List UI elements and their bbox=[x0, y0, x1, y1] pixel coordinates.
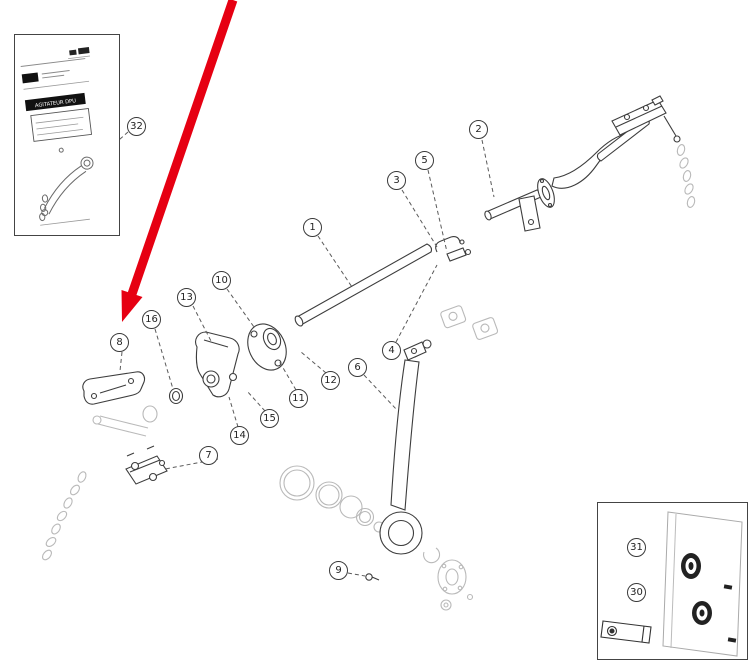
ghost-washers bbox=[279, 465, 385, 533]
red-arrow bbox=[121, 0, 238, 322]
callout-7[interactable]: 7 bbox=[199, 446, 218, 465]
main-parts bbox=[82, 95, 681, 581]
callout-32[interactable]: 32 bbox=[127, 117, 146, 136]
callout-8[interactable]: 8 bbox=[110, 333, 129, 352]
callout-15[interactable]: 15 bbox=[260, 409, 279, 428]
inset-title-label: AGITATEUR DPU bbox=[35, 98, 77, 109]
callout-16[interactable]: 16 bbox=[142, 310, 161, 329]
part-8-handle bbox=[82, 371, 146, 405]
part-10-12-flange-bearing bbox=[247, 323, 287, 371]
inset-logo bbox=[21, 72, 39, 84]
ghost-chain bbox=[42, 405, 158, 561]
inset-document-box: AGITATEUR DPU bbox=[14, 34, 120, 236]
inset-panel bbox=[30, 108, 93, 142]
callout-6[interactable]: 6 bbox=[348, 358, 367, 377]
callout-11[interactable]: 11 bbox=[289, 389, 308, 408]
part-3-5-clamp bbox=[435, 236, 472, 262]
part-9-bolt bbox=[365, 573, 380, 581]
part-2-shaft-assembly bbox=[484, 95, 681, 232]
part-7-bracket bbox=[125, 445, 168, 485]
ghost-parts bbox=[42, 144, 696, 611]
red-arrow-shaft bbox=[127, 0, 238, 296]
ghost-blocks bbox=[440, 305, 499, 340]
ghost-chain-right bbox=[676, 144, 696, 208]
callout-10[interactable]: 10 bbox=[212, 271, 231, 290]
inset-panel-ghost bbox=[662, 511, 743, 657]
inset-title-bar bbox=[24, 92, 86, 112]
callout-13[interactable]: 13 bbox=[177, 288, 196, 307]
part-13-15-cover bbox=[195, 331, 240, 398]
callout-2[interactable]: 2 bbox=[469, 120, 488, 139]
part-30-block bbox=[600, 620, 652, 644]
callout-9[interactable]: 9 bbox=[329, 561, 348, 580]
callout-30[interactable]: 30 bbox=[627, 583, 646, 602]
callout-4[interactable]: 4 bbox=[382, 341, 401, 360]
callout-31[interactable]: 31 bbox=[627, 538, 646, 557]
callout-3[interactable]: 3 bbox=[387, 171, 406, 190]
part-1-tube bbox=[294, 243, 433, 327]
part-31-knobs bbox=[681, 553, 737, 643]
part-16-oring bbox=[168, 387, 184, 405]
callout-1[interactable]: 1 bbox=[303, 218, 322, 237]
callout-14[interactable]: 14 bbox=[230, 426, 249, 445]
inset-lever-drawing bbox=[39, 147, 94, 222]
callout-12[interactable]: 12 bbox=[321, 371, 340, 390]
part-6-link bbox=[379, 341, 427, 555]
ghost-hub bbox=[423, 547, 474, 611]
inset-detail-box bbox=[597, 502, 748, 660]
red-arrow-head bbox=[121, 290, 143, 322]
callout-5[interactable]: 5 bbox=[415, 151, 434, 170]
